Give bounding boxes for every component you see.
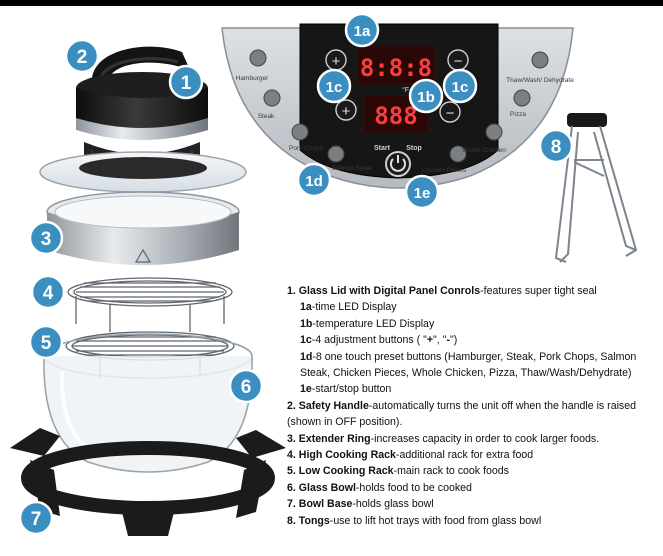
power-icon [390,158,406,172]
callout-2: 2 [64,38,100,74]
lid-chrome-band [76,118,208,140]
svg-text:+: + [342,103,351,120]
legend-sub-1d: 1d-8 one touch preset buttons (Hamburger… [300,350,637,380]
time-minus-button[interactable]: − [447,49,469,71]
legend-item-4: 4. High Cooking Rack-additional rack for… [287,449,534,462]
temp-minus-button[interactable]: − [439,101,461,123]
svg-text:1: 1 [181,73,192,94]
legend-item-8: 8. Tongs-use to lift hot trays with food… [287,514,542,527]
temp-plus-button[interactable]: + [335,99,357,121]
svg-text:1c: 1c [452,79,469,96]
preset-button-salmon-steak[interactable]: Salmon Steak [327,145,373,172]
preset-button-steak[interactable]: Steak [258,89,281,120]
svg-text:1a: 1a [354,23,371,40]
svg-text:Salmon Steak: Salmon Steak [332,165,373,172]
legend-sub-1a: 1a-time LED Display [300,301,397,314]
svg-text:1e: 1e [414,185,431,202]
svg-text:7: 7 [31,509,42,530]
glass-bowl [43,333,253,473]
svg-text:Pizza: Pizza [510,111,526,118]
temperature-unit: °F [402,86,409,94]
legend-item-2: 2. Safety Handle-automatically turns the… [287,399,637,429]
bowl-base [10,428,286,536]
time-led-display: 8:8:8 [360,54,432,82]
legend-item-7: 7. Bowl Base-holds glass bowl [287,498,434,511]
callout-8: 8 [538,128,574,164]
callout-6: 6 [228,368,264,404]
svg-text:8: 8 [551,137,562,158]
preset-button-thaw-wash-dehydrate[interactable]: Thaw/Wash/ Dehydrate [506,51,574,84]
preset-button-whole-chicken[interactable]: Whole Chicken [462,123,506,154]
callout-5: 5 [28,324,64,360]
svg-text:2: 2 [77,47,88,68]
legend-item-6: 6. Glass Bowl-holds food to be cooked [287,481,472,494]
extender-ring [46,191,240,265]
tongs [554,113,638,263]
legend-item-1: 1. Glass Lid with Digital Panel Conrols-… [287,285,597,297]
preset-button-hamburger[interactable]: Hamburger [236,49,269,82]
svg-text:6: 6 [241,377,252,398]
svg-text:Chicken Pieces: Chicken Pieces [422,167,468,174]
svg-text:1b: 1b [417,89,435,106]
callout-1c-left: 1c [316,68,352,104]
start-label: Start [374,145,391,152]
svg-text:1d: 1d [305,173,323,190]
callout-7: 7 [18,500,54,536]
svg-text:1c: 1c [326,79,343,96]
control-panel: 8:8:8 888 °F + + − − Start Stop [221,23,574,189]
temperature-led-display: 888 [374,102,417,130]
svg-text:Pork Chops: Pork Chops [289,145,324,152]
callout-1b: 1b [408,78,444,114]
preset-button-pizza[interactable]: Pizza [510,89,531,118]
callout-1a: 1a [344,12,380,48]
time-plus-button[interactable]: + [325,49,347,71]
preset-button-pork-chops[interactable]: Pork Chops [289,123,324,152]
svg-text:−: − [454,53,463,70]
svg-text:5: 5 [41,333,52,354]
svg-text:4: 4 [43,283,54,304]
svg-text:+: + [332,53,341,70]
legend-item-3: 3. Extender Ring-increases capacity in o… [287,432,600,445]
start-stop-button[interactable] [385,151,411,177]
parts-legend: 1. Glass Lid with Digital Panel Conrols-… [287,283,657,529]
high-cooking-rack [67,277,233,332]
legend-sub-1c: 1c-4 adjustment buttons ( "+", "-") [300,334,458,347]
svg-text:Whole Chicken: Whole Chicken [462,147,506,154]
svg-text:Steak: Steak [258,113,275,120]
legend-sub-1b: 1b-temperature LED Display [300,317,435,330]
callout-1c-right: 1c [442,68,478,104]
legend-sub-1e: 1e-start/stop button [300,383,392,396]
top-border-bar [0,0,663,6]
glass-lid [39,46,247,193]
callout-1e: 1e [404,174,440,210]
callout-1d: 1d [296,162,332,198]
safety-handle [92,46,190,80]
svg-text:Hamburger: Hamburger [236,75,269,82]
callout-3: 3 [28,220,64,256]
legend-item-5: 5. Low Cooking Rack-main rack to cook fo… [287,465,509,478]
svg-text:−: − [446,105,455,122]
preset-button-chicken-pieces[interactable]: Chicken Pieces [422,145,468,174]
svg-text:Thaw/Wash/ Dehydrate: Thaw/Wash/ Dehydrate [506,77,574,84]
callout-1: 1 [168,64,204,100]
svg-text:3: 3 [41,229,52,250]
stop-label: Stop [406,145,422,152]
callout-4: 4 [30,274,66,310]
